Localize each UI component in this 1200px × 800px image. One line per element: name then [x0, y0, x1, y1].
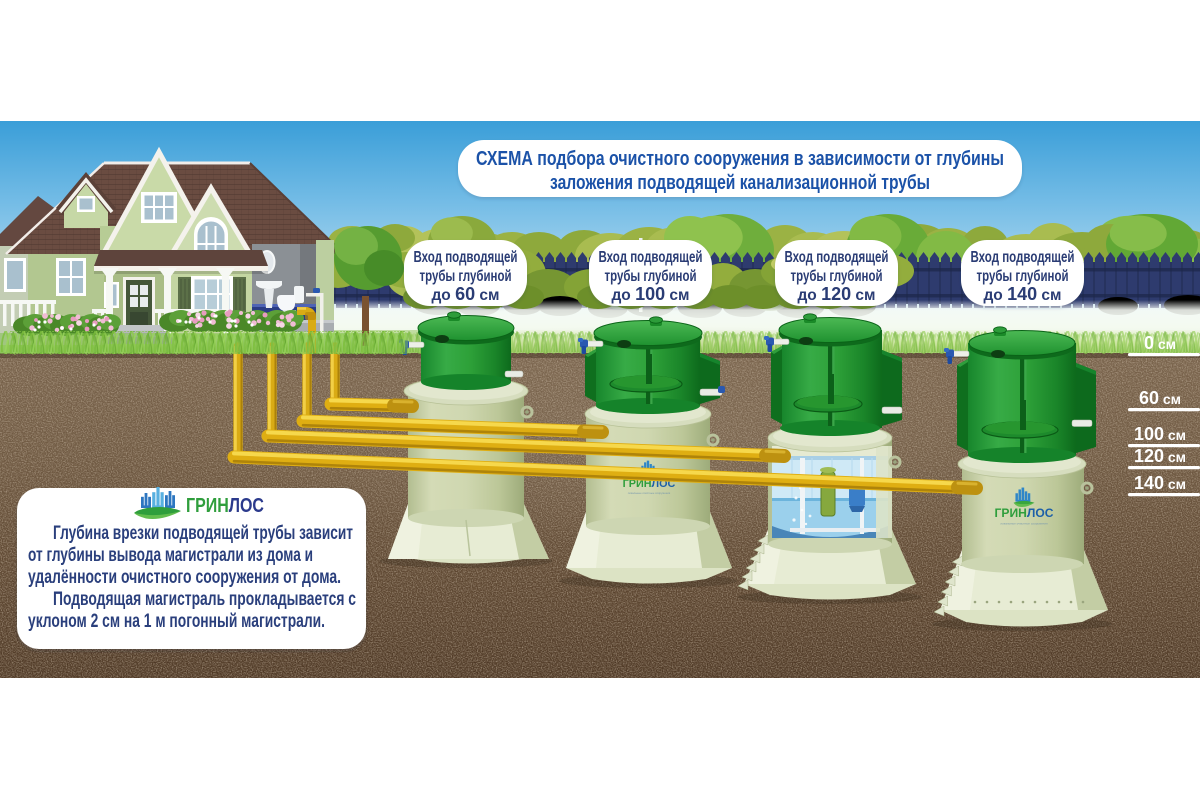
svg-text:трубы глубиной: трубы глубиной	[420, 268, 512, 285]
svg-text:трубы глубиной: трубы глубиной	[977, 268, 1069, 285]
svg-text:Вход подводящей: Вход подводящей	[599, 249, 703, 266]
svg-text:0 см: 0 см	[1144, 333, 1176, 353]
svg-text:100 см: 100 см	[1134, 424, 1186, 444]
svg-text:60 см: 60 см	[1139, 388, 1181, 408]
svg-text:удалённости очистного сооружен: удалённости очистного сооружения от дома…	[28, 567, 341, 588]
svg-text:140 см: 140 см	[1134, 473, 1186, 493]
svg-text:Вход подводящей: Вход подводящей	[414, 249, 518, 266]
svg-text:120 см: 120 см	[1134, 446, 1186, 466]
svg-text:локальные очистные сооружения: локальные очистные сооружения	[1000, 522, 1048, 526]
svg-text:Вход подводящей: Вход подводящей	[785, 249, 889, 266]
svg-text:Подводящая магистраль проклады: Подводящая магистраль прокладывается с	[53, 589, 356, 610]
svg-text:уклоном 2 см на 1 м погонный м: уклоном 2 см на 1 м погонный магистрали.	[28, 611, 325, 632]
svg-text:трубы глубиной: трубы глубиной	[791, 268, 883, 285]
svg-text:до 100 см: до 100 см	[611, 284, 689, 304]
svg-text:Вход подводящей: Вход подводящей	[971, 249, 1075, 266]
svg-text:локальные очистные сооружения: локальные очистные сооружения	[628, 492, 671, 495]
svg-text:заложения подводящей канализац: заложения подводящей канализационной тру…	[550, 171, 930, 194]
svg-text:от глубины вывода магистрали и: от глубины вывода магистрали из дома и	[28, 545, 313, 566]
svg-text:Глубина врезки подводящей труб: Глубина врезки подводящей трубы зависит	[53, 523, 353, 544]
svg-text:до 60 см: до 60 см	[431, 284, 499, 304]
svg-text:ГРИНЛОС: ГРИНЛОС	[186, 495, 264, 517]
svg-text:трубы глубиной: трубы глубиной	[605, 268, 697, 285]
svg-text:СХЕМА подбора очистного сооруж: СХЕМА подбора очистного сооружения в зав…	[476, 147, 1004, 170]
svg-text:ГРИНЛОС: ГРИНЛОС	[995, 506, 1054, 520]
svg-text:до 140 см: до 140 см	[983, 284, 1061, 304]
svg-text:до 120 см: до 120 см	[797, 284, 875, 304]
